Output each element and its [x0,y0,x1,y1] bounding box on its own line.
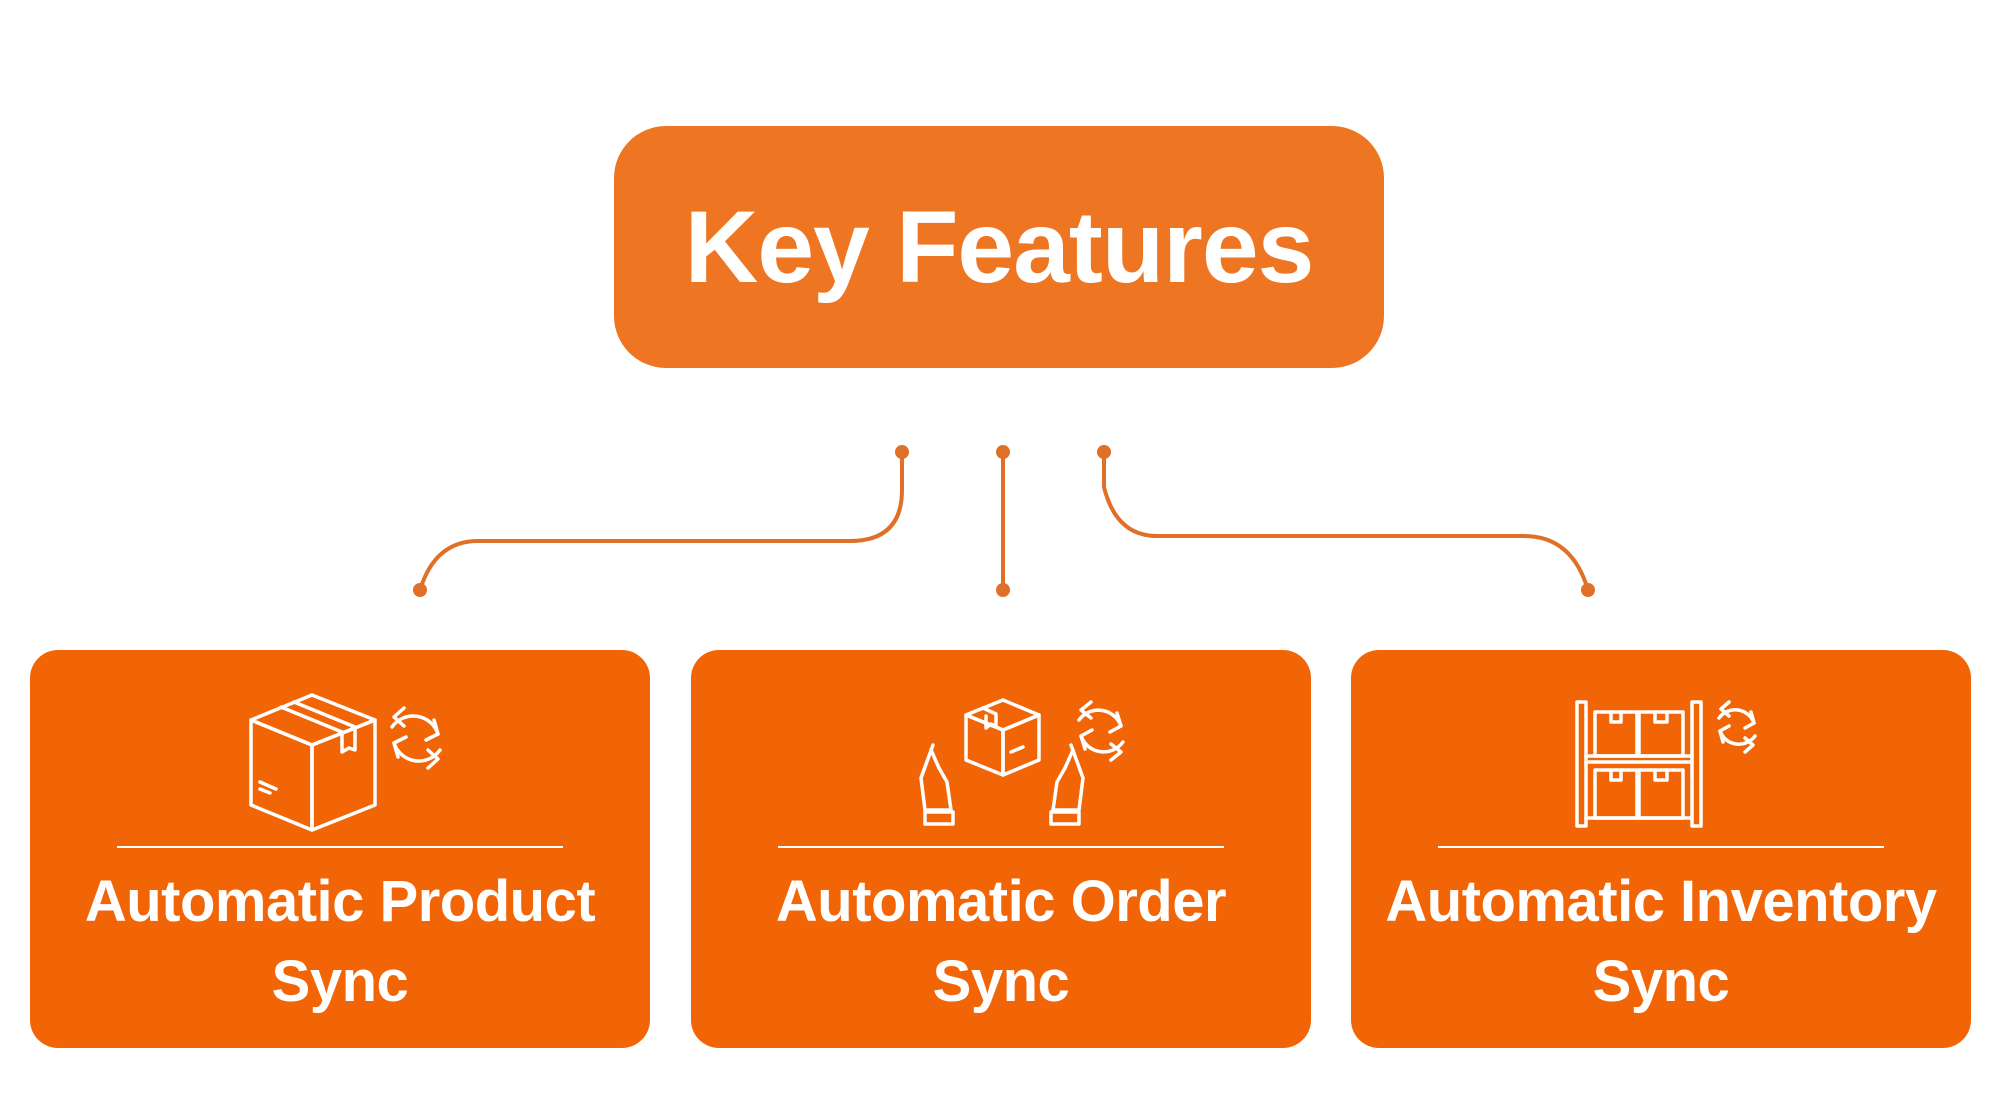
feature-title-line2: Sync [1592,949,1730,1014]
card-divider [117,846,563,848]
feature-title-line2: Sync [271,949,409,1014]
feature-title: Automatic Inventory Sync [1351,862,1971,1022]
key-features-title: Key Features [684,189,1315,304]
connector-right-bottom-dot [1581,583,1595,597]
feature-title: Automatic Product Sync [30,862,650,1022]
connector-left-bottom-dot [413,583,427,597]
connector-left-top-dot [895,445,909,459]
hands-box-sync-icon [851,690,1151,840]
feature-title-line2: Sync [932,949,1070,1014]
connector-right-top-dot [1097,445,1111,459]
feature-card-product-sync: Automatic Product Sync [30,650,650,1048]
feature-card-order-sync: Automatic Order Sync [691,650,1311,1048]
feature-title-line1: Automatic Order [775,869,1227,934]
connector-right [1102,450,1590,592]
card-divider [778,846,1224,848]
connector-center-top-dot [996,445,1010,459]
feature-title-line1: Automatic Product [84,869,596,934]
connector-left [418,450,904,592]
card-divider [1438,846,1884,848]
feature-title-line1: Automatic Inventory [1385,869,1937,934]
box-sync-icon [190,690,490,840]
key-features-box: Key Features [614,126,1384,368]
feature-title: Automatic Order Sync [691,862,1311,1022]
shelf-sync-icon [1511,690,1811,840]
feature-card-inventory-sync: Automatic Inventory Sync [1351,650,1971,1048]
connector-center-bottom-dot [996,583,1010,597]
